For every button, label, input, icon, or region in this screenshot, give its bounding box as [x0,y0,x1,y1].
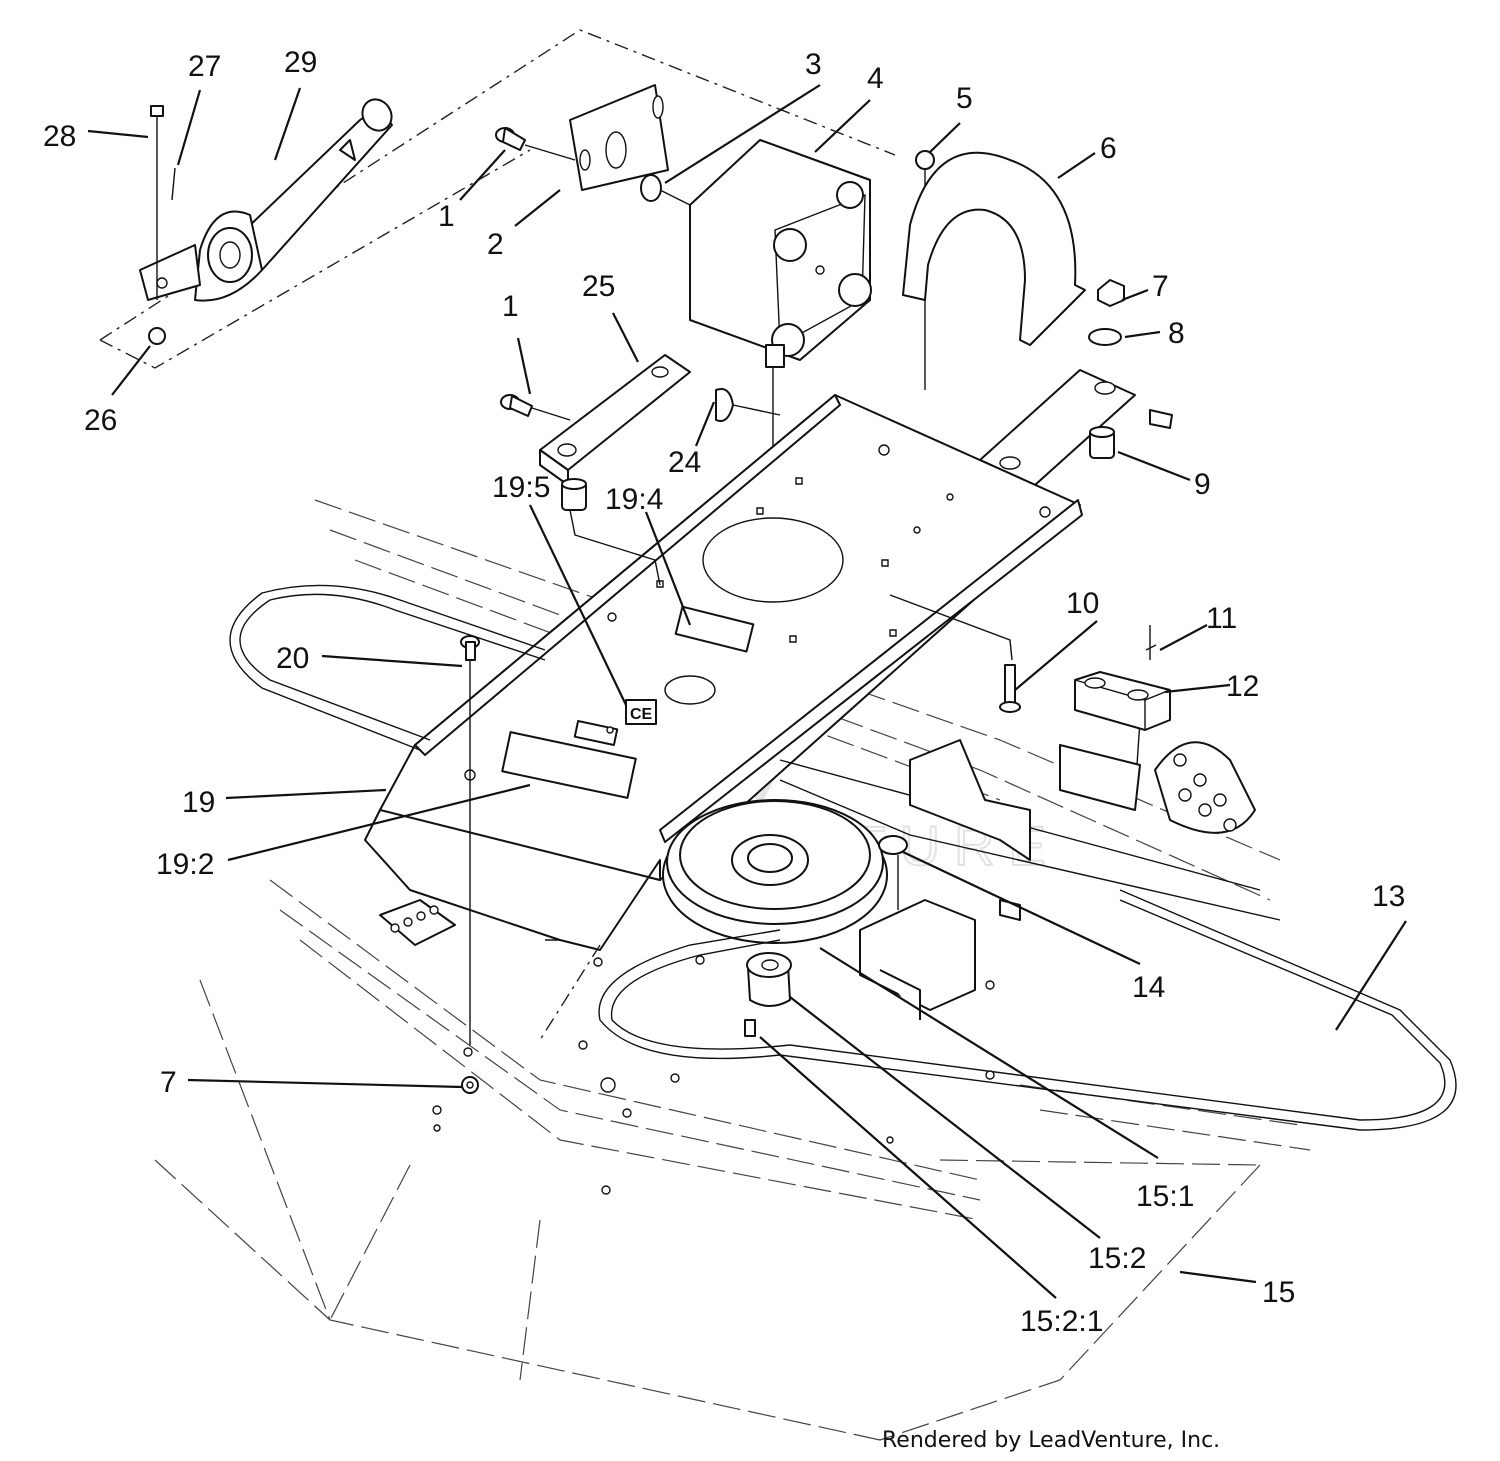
gearbox-4 [690,140,871,575]
callout-12: 12 [1226,670,1259,703]
callout-24: 24 [668,446,701,479]
leader-lines [88,85,1406,1298]
callouts: 28 27 29 26 1 2 3 4 5 6 7 8 9 10 11 12 1… [43,46,1405,1338]
nut-7-lower [462,1077,478,1093]
callout-15-2-1: 15:2:1 [1020,1305,1103,1338]
pin-27 [172,168,175,200]
bolt-10 [1000,665,1020,712]
callout-14: 14 [1132,971,1165,1004]
hub-15-2 [747,953,791,1006]
ce-label: CE [630,706,653,723]
deck-holes [433,956,994,1194]
callout-1-lower: 1 [502,290,519,323]
callout-8: 8 [1168,317,1185,350]
key-24-axis [733,405,780,415]
washer-3 [641,175,661,201]
block-12 [1075,672,1170,730]
callout-20: 20 [276,642,309,675]
key-24 [716,389,733,421]
callout-9: 9 [1194,468,1211,501]
bushing-19-5 [562,479,586,510]
callout-19-2: 19:2 [156,848,214,881]
callout-27: 27 [188,50,221,83]
callout-5: 5 [956,82,973,115]
callout-25: 25 [582,270,615,303]
callout-3: 3 [805,48,822,81]
callout-4: 4 [867,62,884,95]
callout-29: 29 [284,46,317,79]
belt-13 [599,890,1456,1130]
callout-15-2: 15:2 [1088,1242,1146,1275]
bracket-25 [540,355,690,485]
callout-15: 15 [1262,1276,1295,1309]
callout-1-upper: 1 [438,200,455,233]
callout-19-4: 19:4 [605,483,663,516]
bolt-1-upper [496,128,575,160]
set-screw-15-2-1 [745,1020,755,1036]
bushing-9 [1090,427,1114,458]
callout-13: 13 [1372,880,1405,913]
callout-7-lower: 7 [160,1066,177,1099]
nut-7-upper [1098,280,1124,306]
callout-7-upper: 7 [1152,270,1169,303]
upper-plane-dashed [100,30,895,340]
bolt-28 [151,106,163,300]
washer-8 [1089,329,1121,345]
bracket-axis-dashed [540,945,600,1040]
bracket-plate-2 [570,85,668,190]
callout-10: 10 [1066,587,1099,620]
callout-26: 26 [84,404,117,437]
pulley-15 [663,800,887,943]
shaft-plane-dashed [100,150,530,368]
credit-text: Rendered by LeadVenture, Inc. [882,1428,1220,1453]
pto-shaft-assembly [140,94,397,300]
guard-6 [903,153,1085,345]
callout-28: 28 [43,120,76,153]
bolt-20 [461,636,479,1045]
callout-6: 6 [1100,132,1117,165]
nut-26 [149,328,165,344]
callout-2: 2 [487,228,504,261]
callout-11: 11 [1206,602,1237,635]
bolt-1-lower [501,395,570,420]
callout-19: 19 [182,786,215,819]
callout-19-5: 19:5 [492,471,550,504]
frame-right [380,740,1280,1020]
washer-14 [879,836,907,854]
belt-left-loop [230,585,545,750]
callout-15-1: 15:1 [1136,1180,1194,1213]
washer-3-axis [660,190,690,205]
deck-plate-19: CE [365,395,1082,950]
